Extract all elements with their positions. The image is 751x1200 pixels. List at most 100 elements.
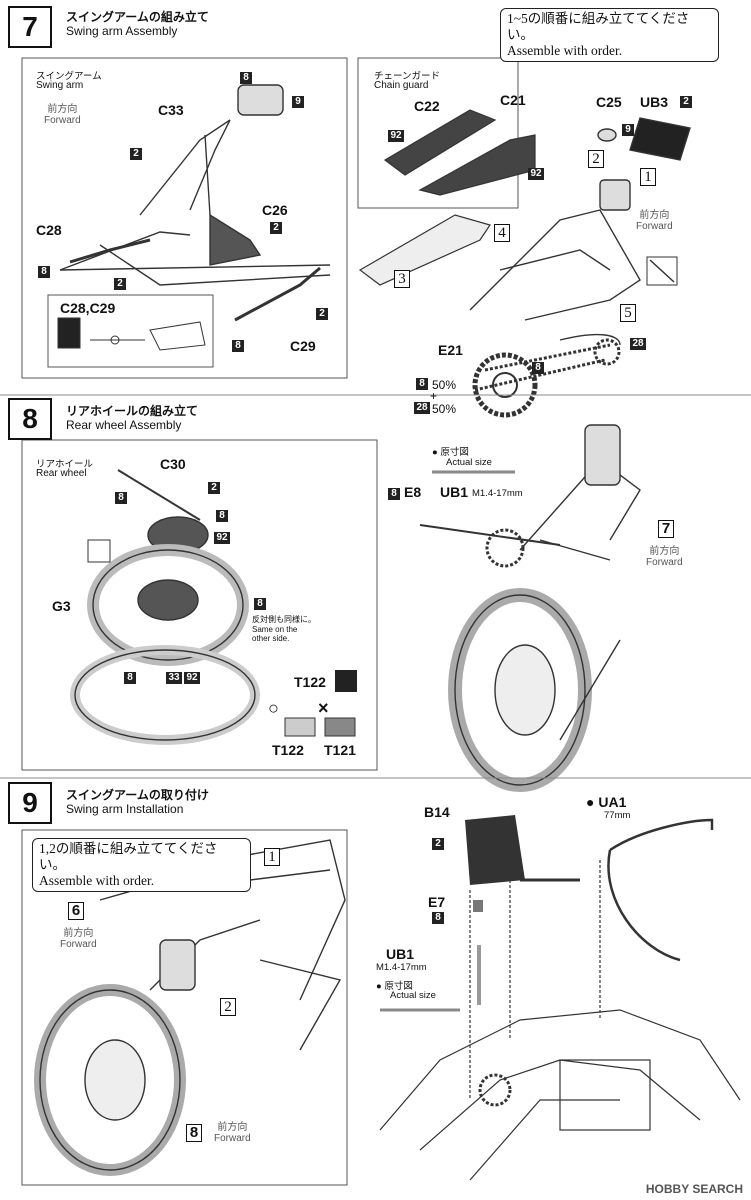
badge-8: 8 <box>38 266 50 278</box>
swing-arm-label-en: Swing arm <box>36 80 84 91</box>
badge-2: 2 <box>316 308 328 320</box>
badge-9: 9 <box>622 124 634 136</box>
badge-8: 8 <box>216 510 228 522</box>
order-step-2: 2 <box>220 998 236 1016</box>
ng-mark: × <box>318 698 329 718</box>
order-note-en: Assemble with order. <box>39 873 155 888</box>
badge-92: 92 <box>528 168 544 180</box>
part-g3: G3 <box>52 598 71 614</box>
ub1-size: M1.4-17mm <box>376 962 427 973</box>
ref-step-7: 7 <box>658 520 674 538</box>
actual-size-jp-text: 原寸図 <box>440 447 469 458</box>
badge-2: 2 <box>114 278 126 290</box>
badge-9: 9 <box>292 96 304 108</box>
rear-wheel-label-en: Rear wheel <box>36 468 87 479</box>
step-9-title-en: Swing arm Installation <box>66 802 184 816</box>
actual-size-jp: ● 原寸図 <box>432 447 469 458</box>
part-ua1: ● UA1 <box>586 794 627 810</box>
forward-label-9b: 前方向 Forward <box>214 1122 251 1144</box>
part-c25: C25 <box>596 94 622 110</box>
badge-8: 8 <box>124 672 136 684</box>
part-c26: C26 <box>262 202 288 218</box>
other-side-en: Same on the other side. <box>252 625 298 643</box>
forward-jp: 前方向 <box>639 210 670 221</box>
badge-8: 8 <box>240 72 252 84</box>
step-8-number: 8 <box>8 398 52 440</box>
actual-size-en: Actual size <box>446 457 492 468</box>
part-c28-c29: C28,C29 <box>60 300 116 316</box>
badge-8: 8 <box>232 340 244 352</box>
step-9-order-note: 1,2の順番に組み立ててください。 Assemble with order. <box>32 838 251 892</box>
part-b14: B14 <box>424 804 450 820</box>
part-c22: C22 <box>414 98 440 114</box>
ratio-plus: + <box>430 389 438 403</box>
badge-2: 2 <box>432 838 444 850</box>
order-step-1: 1 <box>264 848 280 866</box>
forward-jp: 前方向 <box>217 1122 248 1133</box>
step-8-title-en: Rear wheel Assembly <box>66 418 182 432</box>
order-step-4: 4 <box>494 224 510 242</box>
forward-en: Forward <box>214 1133 251 1144</box>
ratio-badge-8: 8 <box>416 378 428 390</box>
part-ub1: UB1 <box>386 946 415 962</box>
ua1-length: 77mm <box>604 810 631 821</box>
order-note-jp: 1,2の順番に組み立ててください。 <box>39 841 218 872</box>
badge-33: 33 <box>166 672 182 684</box>
badge-92: 92 <box>184 672 200 684</box>
ratio-value-2: 50% <box>432 402 457 416</box>
order-note-en: Assemble with order. <box>507 43 623 58</box>
forward-jp: 前方向 <box>63 928 94 939</box>
actual-size-jp: ● 原寸図 <box>376 981 413 992</box>
rear-wheel-label-jp: リアホイール <box>36 459 94 470</box>
part-e21: E21 <box>438 342 463 358</box>
badge-8: 8 <box>432 912 444 924</box>
part-c29: C29 <box>290 338 316 354</box>
forward-jp: 前方向 <box>649 546 680 557</box>
order-step-3: 3 <box>394 270 410 288</box>
badge-8: 8 <box>388 488 400 500</box>
order-step-2: 2 <box>588 150 604 168</box>
part-t122-sample: T122 <box>272 742 304 758</box>
part-e7: E7 <box>428 894 446 910</box>
ratio-value-1: 50% <box>432 378 457 392</box>
badge-8: 8 <box>115 492 127 504</box>
step-9-number: 9 <box>8 782 52 824</box>
part-ub1: UB1 <box>440 484 469 500</box>
badge-2: 2 <box>130 148 142 160</box>
ratio-badge-28: 28 <box>414 402 430 414</box>
ref-step-8: 8 <box>186 1124 202 1142</box>
part-t122: T122 <box>294 674 326 690</box>
order-step-1: 1 <box>640 168 656 186</box>
chain-guard-label-jp: チェーンガード <box>374 71 441 82</box>
forward-label-7b: 前方向 Forward <box>636 210 673 232</box>
ok-mark: ○ <box>268 698 279 718</box>
forward-en: Forward <box>636 221 673 232</box>
forward-en: Forward <box>646 557 683 568</box>
step-7-title-jp: スイングアームの組み立て <box>66 10 209 24</box>
badge-28: 28 <box>630 338 646 350</box>
badge-92: 92 <box>388 130 404 142</box>
step-7-order-note: 1~5の順番に組み立ててください。 Assemble with order. <box>500 8 719 62</box>
badge-2: 2 <box>208 482 220 494</box>
forward-jp: 前方向 <box>47 104 78 115</box>
part-c33: C33 <box>158 102 184 118</box>
ref-step-6: 6 <box>68 902 84 920</box>
part-t121-sample: T121 <box>324 742 356 758</box>
part-ub3: UB3 <box>640 94 669 110</box>
badge-2: 2 <box>680 96 692 108</box>
badge-2: 2 <box>270 222 282 234</box>
actual-size-jp-text: 原寸図 <box>384 981 413 992</box>
part-c30: C30 <box>160 456 186 472</box>
order-step-5: 5 <box>620 304 636 322</box>
other-side-jp: 反対側も同様に。 <box>252 615 316 624</box>
ub1-size: M1.4-17mm <box>472 488 523 499</box>
badge-8: 8 <box>254 598 266 610</box>
order-note-jp: 1~5の順番に組み立ててください。 <box>507 11 690 42</box>
prohibited-icon <box>646 256 678 286</box>
watermark-logo: HOBBY SEARCH <box>645 1182 743 1196</box>
badge-92: 92 <box>214 532 230 544</box>
forward-label-7a: 前方向 Forward <box>44 104 81 126</box>
forward-label-8: 前方向 Forward <box>646 546 683 568</box>
forward-en: Forward <box>60 939 97 950</box>
